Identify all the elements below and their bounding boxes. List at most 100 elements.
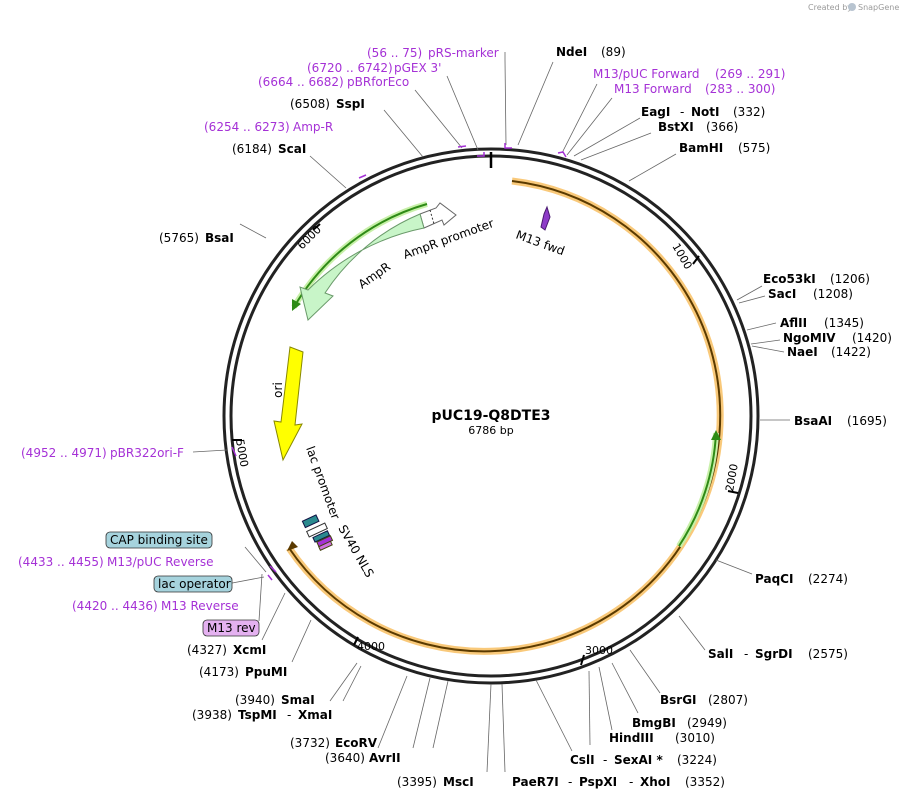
primer-m13-reverse-range: (4420 .. 4436) [72,599,158,613]
enzyme-bsaai-pos: (1695) [847,414,887,428]
primer-m13-reverse: M13 Reverse [161,599,239,613]
enzyme-noti-pos: (332) [733,105,765,119]
enzyme-paqci-pos: (2274) [808,572,848,586]
enzyme-eagi: EagI [641,105,670,119]
enzyme-ndei: NdeI [556,45,587,59]
enzyme-ppumi-pos: (4173) [199,665,239,679]
primer-m13-puc-forward-range: (269 .. 291) [715,67,785,81]
feature-label-sv40-nls: SV40 NLS [335,523,376,580]
enzyme-sexai: SexAI * [614,753,663,767]
enzyme-sep-sali-sgrdi: - [744,647,748,661]
primer-prs-marker: pRS-marker [428,46,499,60]
ampr-promoter-arrow [419,202,457,229]
primer-pbr322ori-f: pBR322ori-F [110,446,184,460]
primer-pbrforeco-range: (6664 .. 6682) [258,75,344,89]
enzyme-msci-pos: (3395) [397,775,437,789]
enzyme-bstxi-pos: (366) [706,120,738,134]
enzyme-bmgbi: BmgBI [632,716,676,730]
enzyme-saci-pos: (1208) [813,287,853,301]
primer-marks [231,143,567,581]
plasmid-name: pUC19-Q8DTE3 [431,408,550,424]
enzyme-aflii-pos: (1345) [824,316,864,330]
enzyme-noti: NotI [691,105,720,119]
enzyme-xhoi-pos: (3352) [685,775,725,789]
enzyme-xhoi: XhoI [640,775,671,789]
enzyme-paqci: PaqCI [755,572,793,586]
primer-m13-puc-reverse-range: (4433 .. 4455) [18,555,104,569]
tick-label-2000: 2000 [723,463,741,493]
feature-label-m13-fwd: M13 fwd [514,228,567,259]
enzyme-sgrdi: SgrDI [755,647,793,661]
tick-label-5000: 5000 [233,438,251,468]
enzyme-sep-eagi-noti: - [680,105,684,119]
enzyme-ppumi: PpuMI [245,665,287,679]
enzyme-naei-pos: (1422) [831,345,871,359]
plasmid-length: 6786 bp [468,424,513,437]
enzyme-avrii: AvrII [369,751,401,765]
primer-pgex3: pGEX 3' [394,61,441,75]
primer-prs-marker-range: (56 .. 75) [367,46,422,60]
tick-label-1000: 1000 [669,241,694,272]
enzyme-sspi: SspI [336,97,365,111]
green-arc-left-arrowhead [292,299,301,311]
snapgene-logo-icon [848,3,856,11]
primer-pgex3-range: (6720 .. 6742) [307,61,393,75]
primer-amp-r: Amp-R [293,120,333,134]
backbone-outer-ring [222,147,760,685]
primer-m13-puc-forward: M13/pUC Forward [593,67,700,81]
enzyme-sep-tspmi-xmai: - [287,708,291,722]
enzyme-bamhi-pos: (575) [738,141,770,155]
tick-label-4000: 4000 [357,640,385,653]
enzyme-sgrdi-pos: (2575) [808,647,848,661]
enzyme-paer7i: PaeR7I [512,775,559,789]
primer-m13-forward: M13 Forward [614,82,692,96]
enzyme-xmai: XmaI [298,708,332,722]
enzyme-eco53ki: Eco53kI [763,272,816,286]
feature-label-lac-promoter: lac promoter [303,444,342,521]
enzyme-bstxi: BstXI [658,120,694,134]
enzyme-ngomiv-pos: (1420) [852,331,892,345]
enzyme-ecorv: EcoRV [335,736,378,750]
enzyme-eco53ki-pos: (1206) [830,272,870,286]
enzyme-sspi-pos: (6508) [290,97,330,111]
lac-feature-cluster [301,514,334,552]
enzyme-sep-pspxi-xhoi: - [629,775,633,789]
enzyme-bsrgi: BsrGI [660,693,697,707]
lac-operator-box [153,575,233,593]
cap-binding-site-box [105,531,213,549]
enzyme-pspxi: PspXI [579,775,617,789]
enzyme-aflii: AflII [780,316,807,330]
enzyme-scai-pos: (6184) [232,142,272,156]
cap-binding-site-label: CAP binding site [110,533,208,547]
enzyme-scai: ScaI [278,142,306,156]
enzyme-naei: NaeI [787,345,818,359]
green-arc-right [678,432,717,547]
primer-pbrforeco: pBRforEco [347,75,409,89]
enzyme-ngomiv: NgoMIV [783,331,836,345]
enzyme-xcmi: XcmI [233,643,266,657]
primer-pbr322ori-f-range: (4952 .. 4971) [21,446,107,460]
enzyme-smai-pos: (3940) [235,693,275,707]
primer-amp-r-range: (6254 .. 6273) [204,120,290,134]
enzyme-bsrgi-pos: (2807) [708,693,748,707]
enzyme-ndei-pos: (89) [601,45,626,59]
lac-operator-label: lac operator [158,577,231,591]
enzyme-msci: MscI [443,775,474,789]
enzyme-sep-paer7i-pspxi: - [568,775,572,789]
enzyme-ecorv-pos: (3732) [290,736,330,750]
ampr-promoter-junction [429,209,435,225]
snapgene-credit: Created by SnapGene [808,3,899,12]
enzyme-sali: SalI [708,647,733,661]
enzyme-tspmi: TspMI [238,708,277,722]
orf-arc-arrowhead [287,541,298,551]
connector-lines [192,52,790,773]
enzyme-smai: SmaI [281,693,315,707]
enzyme-saci: SacI [768,287,796,301]
tick-label-6000: 6000 [295,223,324,252]
enzyme-bsaai: BsaAI [794,414,832,428]
primer-m13-puc-reverse: M13/pUC Reverse [107,555,214,569]
enzyme-bmgbi-pos: (2949) [687,716,727,730]
enzyme-hindiii: HindIII [609,731,654,745]
enzyme-tspmi-pos: (3938) [192,708,232,722]
